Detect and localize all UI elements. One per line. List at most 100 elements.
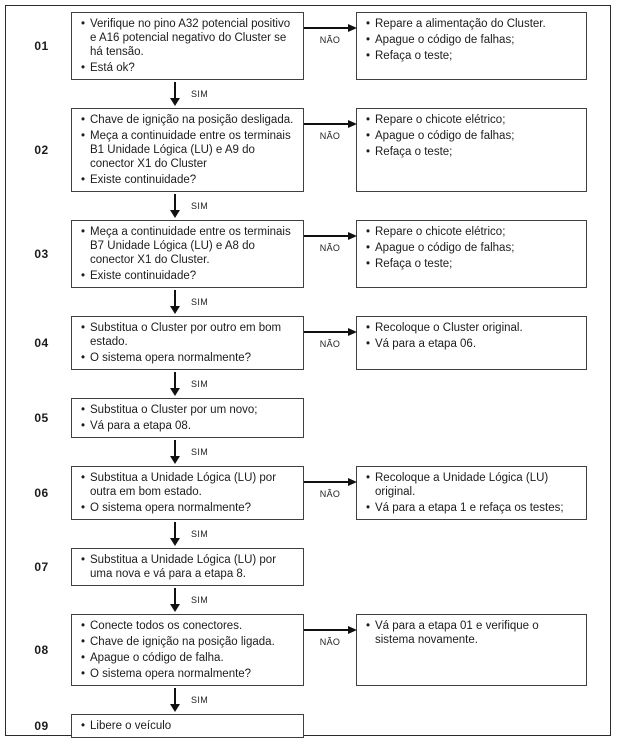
no-label: NÃO — [319, 339, 341, 349]
flow-row-07: 07 Substitua a Unidade Lógica (LU) por u… — [6, 548, 610, 586]
flow-row-09: 09 Libere o veículo — [6, 714, 610, 738]
bullet-item: Verifique no pino A32 potencial positivo… — [79, 17, 297, 59]
step-action-box: Libere o veículo — [71, 714, 304, 738]
down-arrow-icon — [169, 604, 180, 612]
yes-branch-connector: SIM — [6, 80, 610, 108]
down-arrow-icon — [169, 456, 180, 464]
yes-label: SIM — [191, 695, 209, 705]
step-action-box: Substitua o Cluster por um novo; Vá para… — [71, 398, 304, 438]
no-label: NÃO — [319, 489, 341, 499]
bullet-item: O sistema opera normalmente? — [79, 667, 297, 681]
bullet-item: Chave de ignição na posição ligada. — [79, 635, 297, 649]
yes-label: SIM — [191, 379, 209, 389]
yes-label: SIM — [191, 89, 209, 99]
step-number: 07 — [34, 560, 49, 574]
right-arrow-icon — [304, 625, 357, 635]
step-number: 04 — [34, 336, 49, 350]
no-branch-connector: NÃO — [304, 220, 357, 288]
step-number: 08 — [34, 643, 49, 657]
bullet-item: Repare a alimentação do Cluster. — [364, 17, 580, 31]
bullet-item: Libere o veículo — [79, 719, 297, 733]
bullet-item: Conecte todos os conectores. — [79, 619, 297, 633]
down-arrow-icon — [169, 704, 180, 712]
yes-branch-connector: SIM — [6, 192, 610, 220]
step-number: 06 — [34, 486, 49, 500]
troubleshooting-flowchart: 01 Verifique no pino A32 potencial posit… — [5, 5, 611, 738]
yes-label: SIM — [191, 201, 209, 211]
yes-label: SIM — [191, 297, 209, 307]
no-label: NÃO — [319, 35, 341, 45]
no-branch-box: Repare o chicote elétrico; Apague o códi… — [356, 220, 587, 288]
no-branch-box: Vá para a etapa 01 e verifique o sistema… — [356, 614, 587, 686]
right-arrow-icon — [304, 477, 357, 487]
yes-branch-connector: SIM — [6, 686, 610, 714]
right-arrow-icon — [304, 327, 357, 337]
bullet-item: O sistema opera normalmente? — [79, 351, 297, 365]
bullet-item: Existe continuidade? — [79, 173, 297, 187]
down-arrow-icon — [169, 210, 180, 218]
yes-branch-connector: SIM — [6, 438, 610, 466]
step-number: 03 — [34, 247, 49, 261]
yes-branch-connector: SIM — [6, 288, 610, 316]
bullet-item: Recoloque a Unidade Lógica (LU) original… — [364, 471, 580, 499]
step-number: 01 — [34, 39, 49, 53]
yes-branch-connector: SIM — [6, 370, 610, 398]
flow-row-04: 04 Substitua o Cluster por outro em bom … — [6, 316, 610, 370]
no-label: NÃO — [319, 637, 341, 647]
bullet-item: Substitua o Cluster por um novo; — [79, 403, 297, 417]
step-action-box: Substitua a Unidade Lógica (LU) por outr… — [71, 466, 304, 520]
step-action-box: Substitua a Unidade Lógica (LU) por uma … — [71, 548, 304, 586]
bullet-item: Recoloque o Cluster original. — [364, 321, 580, 335]
right-arrow-icon — [304, 119, 357, 129]
yes-label: SIM — [191, 447, 209, 457]
step-number: 05 — [34, 411, 49, 425]
step-action-box: Conecte todos os conectores. Chave de ig… — [71, 614, 304, 686]
right-arrow-icon — [304, 23, 357, 33]
bullet-item: Refaça o teste; — [364, 257, 580, 271]
down-arrow-icon — [169, 306, 180, 314]
no-branch-box: Repare a alimentação do Cluster. Apague … — [356, 12, 587, 80]
bullet-item: Apague o código de falhas; — [364, 241, 580, 255]
flow-row-01: 01 Verifique no pino A32 potencial posit… — [6, 12, 610, 80]
bullet-item: O sistema opera normalmente? — [79, 501, 297, 515]
step-action-box: Chave de ignição na posição desligada. M… — [71, 108, 304, 192]
down-arrow-icon — [169, 538, 180, 546]
bullet-item: Substitua o Cluster por outro em bom est… — [79, 321, 297, 349]
right-arrow-icon — [304, 231, 357, 241]
no-branch-connector: NÃO — [304, 614, 357, 686]
no-branch-connector: NÃO — [304, 12, 357, 80]
bullet-item: Apague o código de falhas; — [364, 129, 580, 143]
bullet-item: Meça a continuidade entre os terminais B… — [79, 225, 297, 267]
flow-row-08: 08 Conecte todos os conectores. Chave de… — [6, 614, 610, 686]
yes-branch-connector: SIM — [6, 520, 610, 548]
no-branch-connector: NÃO — [304, 466, 357, 520]
bullet-item: Meça a continuidade entre os terminais B… — [79, 129, 297, 171]
yes-label: SIM — [191, 529, 209, 539]
no-branch-connector: NÃO — [304, 316, 357, 370]
bullet-item: Vá para a etapa 1 e refaça os testes; — [364, 501, 580, 515]
step-number: 02 — [34, 143, 49, 157]
step-action-box: Verifique no pino A32 potencial positivo… — [71, 12, 304, 80]
yes-branch-connector: SIM — [6, 586, 610, 614]
down-arrow-icon — [169, 98, 180, 106]
bullet-item: Chave de ignição na posição desligada. — [79, 113, 297, 127]
no-label: NÃO — [319, 131, 341, 141]
no-label: NÃO — [319, 243, 341, 253]
bullet-item: Está ok? — [79, 61, 297, 75]
bullet-item: Vá para a etapa 06. — [364, 337, 580, 351]
down-arrow-icon — [169, 388, 180, 396]
no-branch-box: Recoloque a Unidade Lógica (LU) original… — [356, 466, 587, 520]
no-branch-connector: NÃO — [304, 108, 357, 192]
bullet-item: Vá para a etapa 08. — [79, 419, 297, 433]
bullet-item: Refaça o teste; — [364, 49, 580, 63]
yes-label: SIM — [191, 595, 209, 605]
flow-row-06: 06 Substitua a Unidade Lógica (LU) por o… — [6, 466, 610, 520]
no-branch-box: Recoloque o Cluster original. Vá para a … — [356, 316, 587, 370]
flow-row-05: 05 Substitua o Cluster por um novo; Vá p… — [6, 398, 610, 438]
bullet-item: Repare o chicote elétrico; — [364, 113, 580, 127]
bullet-item: Substitua a Unidade Lógica (LU) por uma … — [79, 553, 297, 581]
bullet-item: Existe continuidade? — [79, 269, 297, 283]
bullet-item: Apague o código de falha. — [79, 651, 297, 665]
bullet-item: Refaça o teste; — [364, 145, 580, 159]
step-action-box: Substitua o Cluster por outro em bom est… — [71, 316, 304, 370]
